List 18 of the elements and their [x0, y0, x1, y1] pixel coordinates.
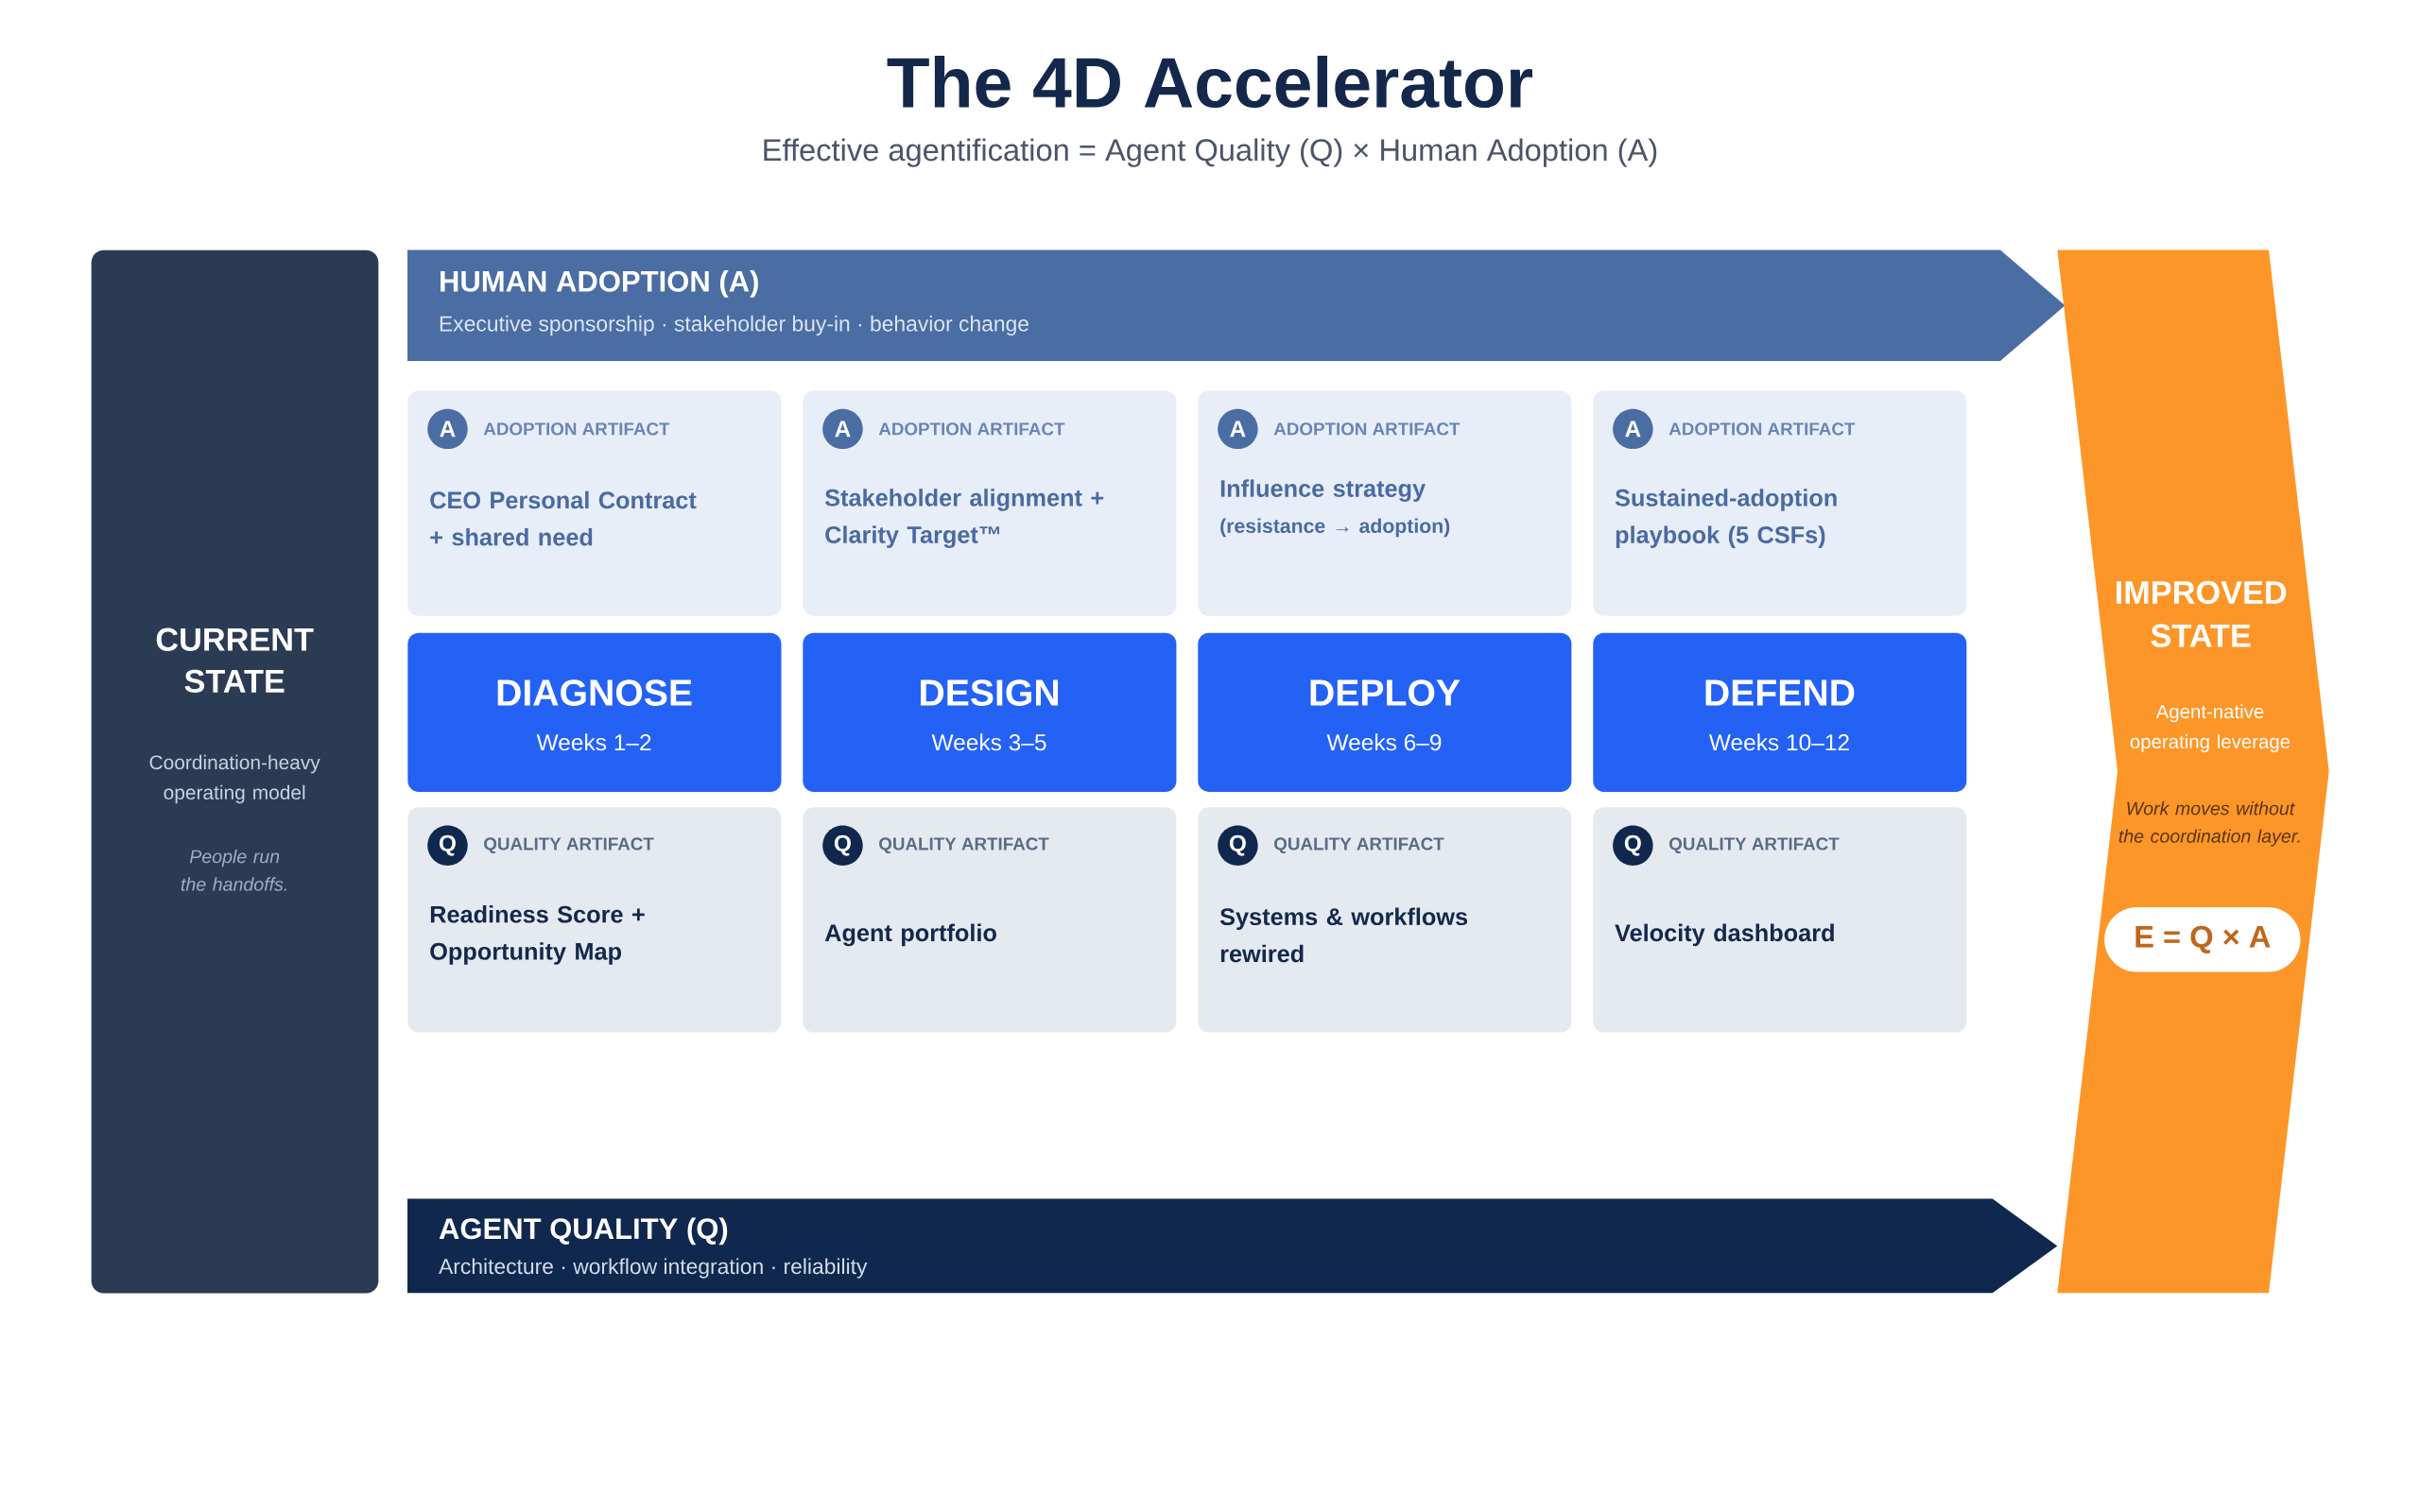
phase-box: DEFEND Weeks 10–12 — [1593, 632, 1967, 792]
letter-badge: Q — [1613, 825, 1653, 866]
phase-box: DESIGN Weeks 3–5 — [803, 632, 1177, 792]
subtitle: Effective agentification = Agent Quality (Q) × Human Adoption (A) — [764, 138, 1657, 167]
letter-badge: Q — [427, 825, 468, 866]
letter-badge: A — [1613, 408, 1653, 450]
letter-badge: A — [1218, 408, 1258, 450]
formula-pill: E = Q × A — [2104, 907, 2301, 972]
letter-badge: Q — [822, 825, 863, 866]
state-panel: CURRENT STATE Coordination-heavy operating model People run the handoffs. — [91, 249, 379, 1294]
phase-box: DEPLOY Weeks 6–9 — [1198, 632, 1572, 792]
letter-badge: A — [822, 408, 863, 450]
title: The 4D Accelerator — [887, 55, 1532, 109]
letter-badge: A — [427, 408, 468, 450]
arrow-band: AGENT QUALITY (Q) Architecture · workflow integration · reliability — [407, 1198, 2058, 1294]
arrow-band: HUMAN ADOPTION (A) Executive sponsorship · stakeholder buy-in · behavior change — [407, 249, 2066, 362]
phase-box: DIAGNOSE Weeks 1–2 — [407, 632, 782, 792]
letter-badge: Q — [1218, 825, 1258, 866]
